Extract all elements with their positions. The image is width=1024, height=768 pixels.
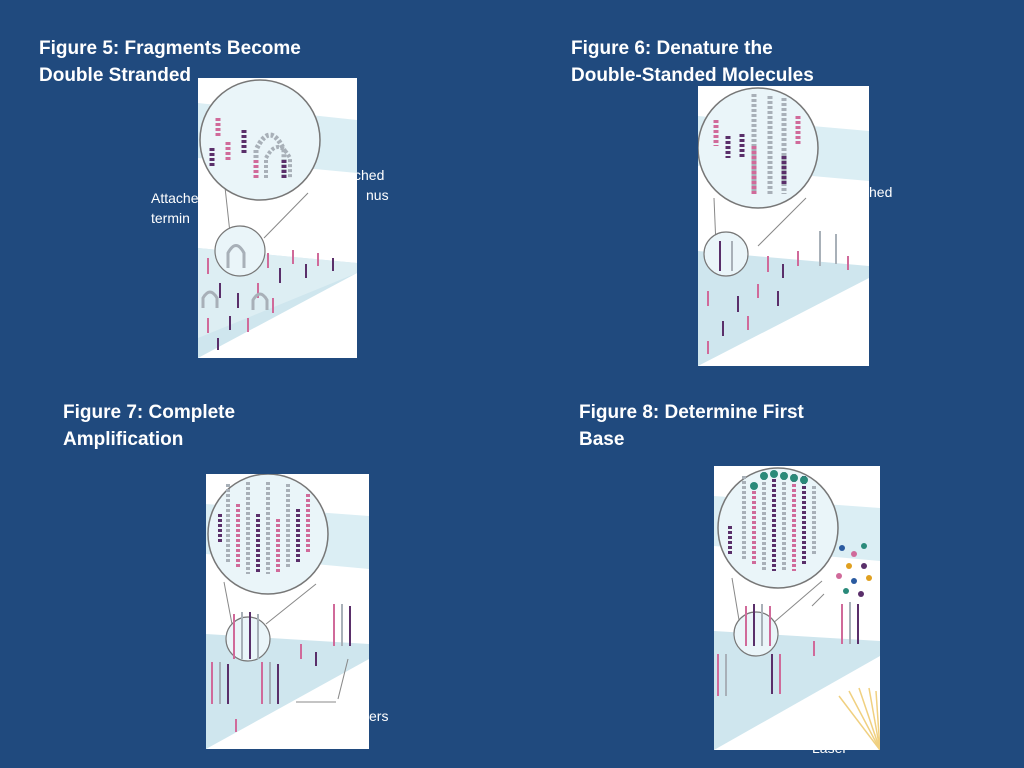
figure-5-title-line2: Double Stranded	[39, 65, 192, 86]
fig5-left-label-line2: termin	[151, 210, 190, 226]
figure-5-illustration	[198, 78, 357, 358]
figure-6-title-line2: Double-Standed Molecules	[571, 65, 814, 86]
figure-8-title-line2: Base	[579, 429, 625, 450]
figure-5-title: Figure 5: Fragments Become Double Strand…	[39, 35, 301, 89]
fig5-right-label: ched nus	[354, 165, 389, 205]
fig6-right-label-text: hed	[869, 184, 893, 200]
fig7-right-label-text: ers	[369, 708, 389, 724]
figure-6-title-line1: Figure 6: Denature the	[571, 38, 773, 59]
figure-8-title-line1: Figure 8: Determine First	[579, 402, 804, 423]
figure-7-title-line2: Amplification	[63, 429, 184, 450]
fig5-left-label: Attache termin	[151, 188, 198, 228]
figure-8-title: Figure 8: Determine First Base	[579, 399, 804, 453]
figure-7-title-line1: Figure 7: Complete	[63, 402, 236, 423]
figure-8-illustration	[714, 466, 880, 750]
figure-5-title-line1: Figure 5: Fragments Become	[39, 38, 301, 59]
fig6-right-label: hed	[869, 182, 892, 202]
figure-7-illustration	[206, 474, 369, 749]
fig5-right-label-line2: nus	[366, 187, 389, 203]
fig7-right-label: ers	[369, 706, 388, 726]
figure-7-title: Figure 7: Complete Amplification	[63, 399, 235, 453]
fig5-right-label-line1: ched	[354, 167, 385, 183]
figure-6-illustration	[698, 86, 869, 366]
fig5-left-label-line1: Attache	[151, 190, 199, 206]
figure-6-title: Figure 6: Denature the Double-Standed Mo…	[571, 35, 814, 89]
